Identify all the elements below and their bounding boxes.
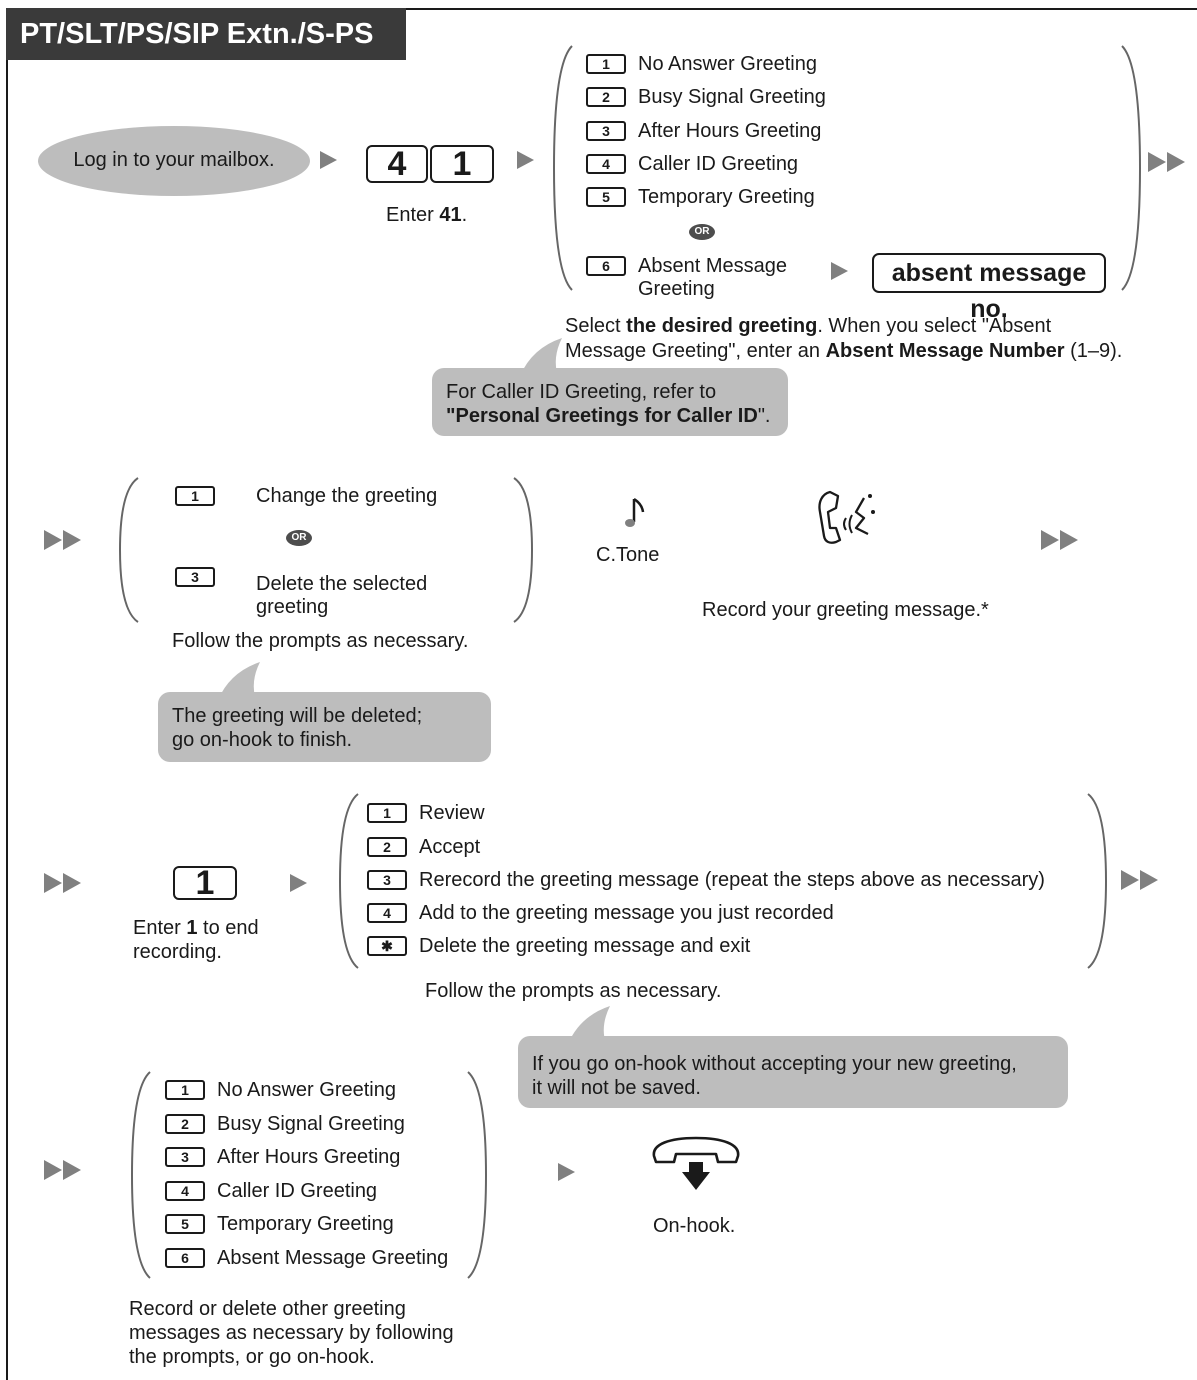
- arrow-icon: [320, 151, 337, 169]
- greeting-option: Busy Signal Greeting: [217, 1113, 405, 1135]
- greeting-option: Caller ID Greeting: [638, 153, 799, 175]
- follow-prompts-caption: Follow the prompts as necessary.: [425, 980, 722, 1002]
- enter-41-caption: Enter 41.: [386, 204, 468, 226]
- double-arrow-icon: [1121, 870, 1161, 890]
- review-option: Review: [419, 802, 485, 824]
- key-4: 4: [367, 903, 407, 923]
- greeting-option: After Hours Greeting: [217, 1146, 401, 1168]
- select-greeting-text: Select the desired greeting. When you se…: [565, 315, 1123, 362]
- absent-greeting-label-2: Greeting: [638, 278, 715, 300]
- diagram-frame: [6, 8, 1197, 1380]
- key-1: 1: [175, 486, 215, 506]
- key-1: 1: [367, 803, 407, 823]
- accept-option: Accept: [419, 836, 481, 858]
- key-4: 4: [165, 1181, 205, 1201]
- key-1: 1: [430, 145, 494, 183]
- rerecord-option: Rerecord the greeting message (repeat th…: [419, 869, 1045, 891]
- bubble-tail: [568, 1006, 610, 1044]
- arrow-icon: [558, 1163, 575, 1181]
- delete-exit-option: Delete the greeting message and exit: [419, 935, 751, 957]
- or-icon: OR: [286, 530, 312, 546]
- change-greeting-option: Change the greeting: [256, 485, 438, 507]
- delete-note-line2: go on-hook to finish.: [172, 729, 353, 751]
- on-hook-caption: On-hook.: [653, 1215, 736, 1237]
- caller-id-note: For Caller ID Greeting, refer to "Person…: [432, 368, 788, 436]
- greeting-option: No Answer Greeting: [217, 1079, 396, 1101]
- key-2: 2: [586, 87, 626, 107]
- enter-1-caption: Enter 1 to end: [133, 917, 259, 939]
- key-star: ✱: [367, 936, 407, 956]
- music-note-icon: [625, 497, 645, 527]
- greeting-option: Busy Signal Greeting: [638, 86, 826, 108]
- record-delete-caption-2: messages as necessary by following: [129, 1322, 454, 1344]
- key-5: 5: [586, 187, 626, 207]
- delete-note-line1: The greeting will be deleted;: [172, 705, 423, 727]
- key-4: 4: [366, 145, 428, 183]
- delete-greeting-option-2: greeting: [256, 596, 329, 618]
- right-paren: [1087, 793, 1108, 969]
- record-greeting-caption: Record your greeting message.*: [702, 599, 989, 621]
- caller-id-note-line1: For Caller ID Greeting, refer to: [446, 381, 717, 403]
- enter-1-caption-2: recording.: [133, 941, 222, 963]
- double-arrow-icon: [1041, 530, 1081, 550]
- key-5: 5: [165, 1214, 205, 1234]
- key-3: 3: [586, 121, 626, 141]
- left-paren: [118, 477, 139, 623]
- absent-greeting-label-1: Absent Message: [638, 255, 787, 277]
- or-icon: OR: [689, 224, 715, 240]
- greeting-option: Caller ID Greeting: [217, 1180, 378, 1202]
- record-delete-caption-1: Record or delete other greeting: [129, 1298, 406, 1320]
- key-2: 2: [165, 1114, 205, 1134]
- left-paren: [130, 1071, 151, 1279]
- key-6: 6: [165, 1248, 205, 1268]
- greeting-option: Temporary Greeting: [217, 1213, 394, 1235]
- double-arrow-icon: [44, 1160, 84, 1180]
- key-1: 1: [165, 1080, 205, 1100]
- arrow-icon: [517, 151, 534, 169]
- delete-note: The greeting will be deleted; go on-hook…: [158, 692, 491, 762]
- right-paren: [513, 477, 534, 623]
- double-arrow-icon: [44, 873, 84, 893]
- bubble-tail: [218, 662, 260, 700]
- login-label: Log in to your mailbox.: [73, 149, 275, 171]
- key-1: 1: [586, 54, 626, 74]
- key-3: 3: [175, 567, 215, 587]
- ctone-label: C.Tone: [596, 544, 660, 566]
- not-saved-note-line2: it will not be saved.: [532, 1077, 701, 1099]
- greeting-option: Temporary Greeting: [638, 186, 815, 208]
- absent-message-number-key: absent message no.: [872, 253, 1106, 323]
- right-paren: [467, 1071, 488, 1279]
- left-paren: [552, 45, 573, 291]
- not-saved-note: If you go on-hook without accepting your…: [518, 1036, 1068, 1108]
- left-paren: [338, 793, 359, 969]
- add-option: Add to the greeting message you just rec…: [419, 902, 834, 924]
- follow-prompts-caption: Follow the prompts as necessary.: [172, 630, 469, 652]
- record-delete-caption-3: the prompts, or go on-hook.: [129, 1346, 375, 1368]
- double-arrow-icon: [1148, 152, 1188, 172]
- key-1: 1: [173, 866, 237, 900]
- double-arrow-icon: [44, 530, 84, 550]
- greeting-option: After Hours Greeting: [638, 120, 822, 142]
- greeting-option: No Answer Greeting: [638, 53, 817, 75]
- on-hook-handset-icon: [652, 1136, 740, 1190]
- right-paren: [1121, 45, 1142, 291]
- greeting-option: Absent Message Greeting: [217, 1247, 449, 1269]
- arrow-icon: [290, 874, 307, 892]
- caller-id-note-line2: "Personal Greetings for Caller ID".: [446, 405, 771, 427]
- speaking-handset-icon: [818, 490, 875, 544]
- login-oval: Log in to your mailbox.: [38, 126, 310, 196]
- not-saved-note-line1: If you go on-hook without accepting your…: [532, 1053, 1017, 1075]
- page-title: PT/SLT/PS/SIP Extn./S-PS: [6, 8, 406, 60]
- key-4: 4: [586, 154, 626, 174]
- key-3: 3: [165, 1147, 205, 1167]
- key-6: 6: [586, 256, 626, 276]
- key-2: 2: [367, 837, 407, 857]
- arrow-icon: [831, 262, 848, 280]
- key-3: 3: [367, 870, 407, 890]
- bubble-tail: [520, 338, 562, 376]
- delete-greeting-option-1: Delete the selected: [256, 573, 428, 595]
